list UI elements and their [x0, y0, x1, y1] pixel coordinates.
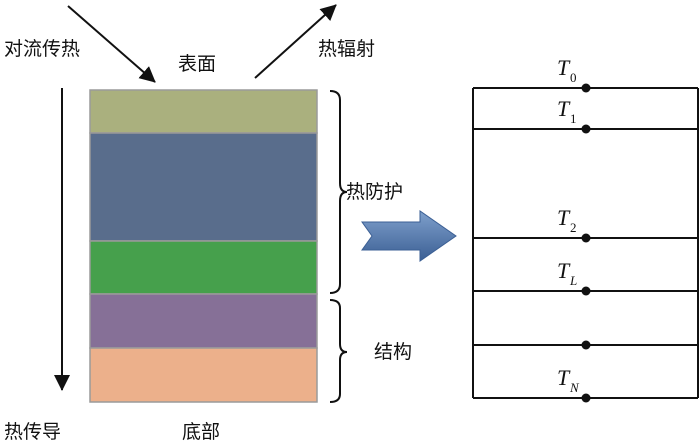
node-dot [581, 340, 591, 350]
radiation-label: 热辐射 [318, 38, 375, 60]
node-label: T [557, 96, 571, 121]
node-label: T [557, 55, 571, 80]
layer-2 [89, 132, 318, 242]
layer-4 [89, 293, 318, 349]
node-subscript: 1 [570, 111, 577, 126]
bottom-label: 底部 [182, 421, 220, 443]
layer-5 [89, 347, 318, 403]
layer-3 [89, 240, 318, 295]
conduction-label: 热传导 [4, 421, 61, 443]
structure-label: 结构 [374, 341, 412, 363]
node-subscript: L [569, 273, 577, 288]
thermal-protection-brace [329, 90, 348, 294]
node-label: T [557, 258, 571, 283]
surface-label: 表面 [178, 53, 216, 75]
structure-brace [329, 299, 348, 403]
node-subscript: 0 [570, 70, 577, 85]
node-label: T [557, 205, 571, 230]
node-dot [581, 124, 591, 134]
node-dot [581, 83, 591, 93]
convection-arrow [67, 5, 156, 83]
layer-stack [89, 89, 318, 403]
node-label: T [557, 365, 571, 390]
thermal-protection-label: 热防护 [346, 181, 403, 203]
node-dot [581, 286, 591, 296]
convection-label: 对流传热 [4, 38, 80, 60]
transform-arrow [361, 210, 457, 262]
node-dot [581, 233, 591, 243]
node-dot [581, 393, 591, 403]
layer-1 [89, 89, 318, 134]
node-subscript: N [569, 380, 580, 395]
node-subscript: 2 [570, 220, 577, 235]
radiation-arrow [254, 4, 337, 79]
